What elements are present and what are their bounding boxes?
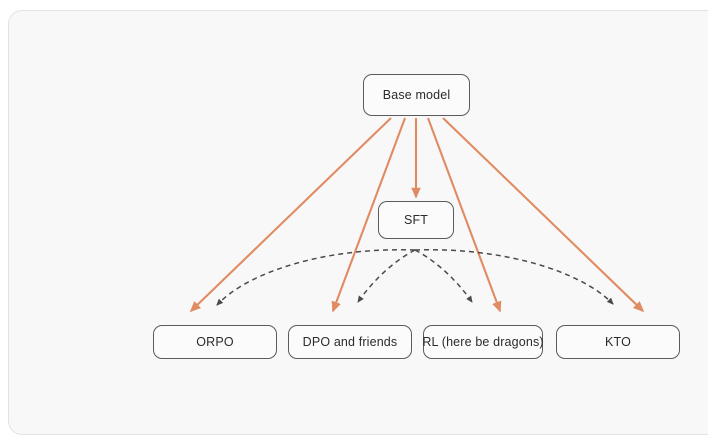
node-base-model-label: Base model (382, 88, 451, 102)
dashed-edge-group (216, 248, 614, 306)
edge-base-to-rl (427, 117, 502, 313)
edge-sft-to-dpo (357, 249, 416, 303)
node-kto-label: KTO (605, 335, 631, 349)
node-orpo[interactable]: ORPO (153, 325, 277, 359)
edge-base-to-orpo (189, 117, 392, 313)
node-sft-label: SFT (403, 213, 429, 227)
node-sft[interactable]: SFT (378, 201, 454, 239)
node-base-model[interactable]: Base model (363, 74, 470, 116)
edge-sft-to-kto (414, 248, 614, 305)
edge-sft-to-orpo (216, 248, 416, 306)
node-kto[interactable]: KTO (556, 325, 680, 359)
diagram-canvas (8, 10, 708, 435)
node-rl[interactable]: RL (here be dragons) (422, 325, 544, 359)
node-rl-label: RL (here be dragons) (422, 335, 544, 349)
edge-base-to-kto (442, 117, 645, 313)
node-dpo-and-friends-label: DPO and friends (302, 335, 398, 349)
node-orpo-label: ORPO (196, 335, 234, 349)
node-dpo-and-friends[interactable]: DPO and friends (288, 325, 412, 359)
edge-sft-to-rl (414, 249, 473, 303)
edge-base-to-dpo (331, 117, 406, 313)
solid-edge-group (189, 117, 645, 313)
